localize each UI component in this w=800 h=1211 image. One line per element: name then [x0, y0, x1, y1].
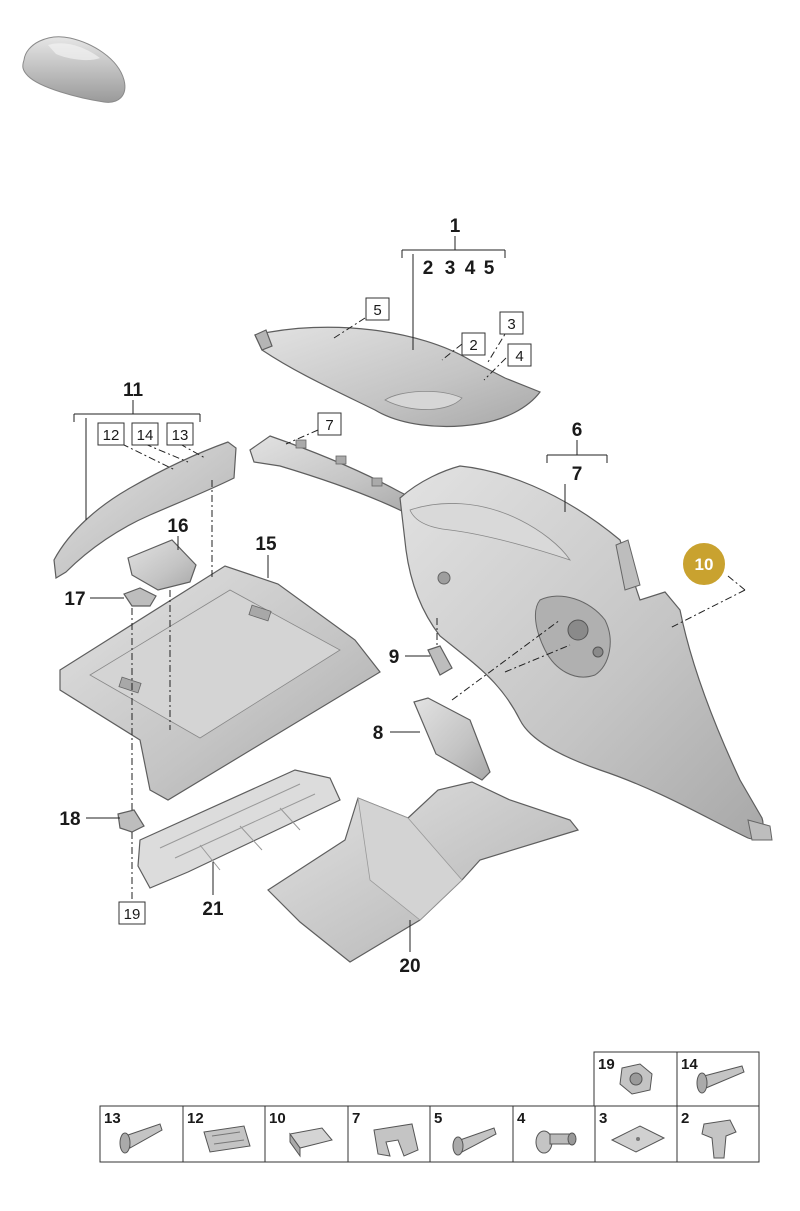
hardware-label: 19	[598, 1056, 615, 1073]
ref-box-2: 2	[469, 337, 477, 354]
part-cover-plate-8	[413, 697, 491, 781]
hardware-label: 12	[187, 1110, 204, 1127]
callout-labels: 1 2 3 4 5 6 7 11 15 16 17 18 9 8 21 20	[59, 216, 582, 977]
bracket-clip-icon	[373, 1123, 419, 1157]
screw-icon	[696, 1065, 745, 1094]
foam-pad-icon	[610, 1125, 666, 1153]
callout-6-sub-7: 7	[572, 464, 583, 485]
callout-1-sub-3: 3	[445, 258, 456, 279]
callout-9: 9	[389, 647, 400, 668]
part-quarter-side-trim	[399, 465, 773, 841]
hardware-label: 14	[681, 1056, 698, 1073]
ref-box-4: 4	[515, 348, 523, 365]
part-clip-9	[427, 645, 453, 676]
callout-1: 1	[450, 216, 461, 237]
ref-box-5: 5	[373, 302, 381, 319]
rivet-icon	[452, 1127, 497, 1156]
boxed-references: 5 3 2 4 7 12 14 13 19	[97, 297, 532, 925]
expanding-rivet-icon	[535, 1130, 577, 1154]
callout-17: 17	[64, 589, 85, 610]
part-upper-trim-panel	[254, 326, 541, 428]
callout-1-sub-2: 2	[423, 258, 434, 279]
spring-clip-icon	[701, 1119, 737, 1159]
hardware-cell-5[interactable]: 5	[429, 1105, 514, 1163]
ref-box-3: 3	[507, 316, 515, 333]
push-pin-icon	[119, 1123, 163, 1154]
callout-6: 6	[572, 420, 583, 441]
highlight-badge-10[interactable]: 10	[681, 541, 727, 587]
ref-box-12: 12	[103, 427, 120, 444]
hardware-cell-3[interactable]: 3	[594, 1105, 678, 1163]
hardware-label: 3	[599, 1110, 607, 1127]
pad-icon	[289, 1127, 333, 1158]
hardware-legend: 19 14 13 12	[99, 1051, 760, 1163]
callout-8: 8	[373, 723, 384, 744]
part-bracket-17	[123, 587, 157, 607]
callout-21: 21	[202, 899, 224, 920]
hardware-cell-2[interactable]: 2	[676, 1105, 760, 1163]
hardware-label: 5	[434, 1110, 442, 1127]
part-luggage-tray	[59, 565, 381, 801]
callout-15: 15	[255, 534, 277, 555]
vehicle-thumbnail-icon	[22, 36, 126, 103]
callout-1-sub-4: 4	[465, 258, 476, 279]
hardware-cell-10[interactable]: 10	[264, 1105, 349, 1163]
assembly-lines	[121, 317, 746, 902]
callout-18: 18	[59, 809, 80, 830]
callout-11: 11	[123, 380, 144, 401]
ref-box-7: 7	[325, 417, 333, 434]
nut-icon	[619, 1063, 653, 1095]
callout-20: 20	[399, 956, 420, 977]
part-left-rail	[53, 441, 237, 579]
part-cover-16	[127, 539, 197, 591]
ref-box-13: 13	[172, 427, 189, 444]
hardware-cell-13[interactable]: 13	[99, 1105, 184, 1163]
hardware-label: 7	[352, 1110, 360, 1127]
ref-box-14: 14	[137, 427, 154, 444]
hardware-cell-4[interactable]: 4	[512, 1105, 596, 1163]
hardware-cell-7[interactable]: 7	[347, 1105, 431, 1163]
hardware-cell-19[interactable]: 19	[593, 1051, 678, 1107]
callout-16: 16	[167, 516, 188, 537]
hardware-cell-12[interactable]: 12	[182, 1105, 266, 1163]
clip-icon	[203, 1125, 251, 1153]
hardware-label: 13	[104, 1110, 121, 1127]
part-floor-panel-20	[267, 781, 580, 963]
part-clip-18	[117, 809, 145, 833]
part-frame-21	[137, 769, 341, 889]
hardware-cell-14[interactable]: 14	[676, 1051, 760, 1107]
hardware-label: 2	[681, 1110, 689, 1127]
hardware-label: 4	[517, 1110, 526, 1127]
ref-box-19: 19	[124, 906, 141, 923]
leader-lines	[73, 236, 608, 952]
hardware-label: 10	[269, 1110, 286, 1127]
badge-label: 10	[695, 555, 714, 574]
callout-1-sub-5: 5	[484, 258, 495, 279]
part-side-rail	[249, 435, 422, 515]
